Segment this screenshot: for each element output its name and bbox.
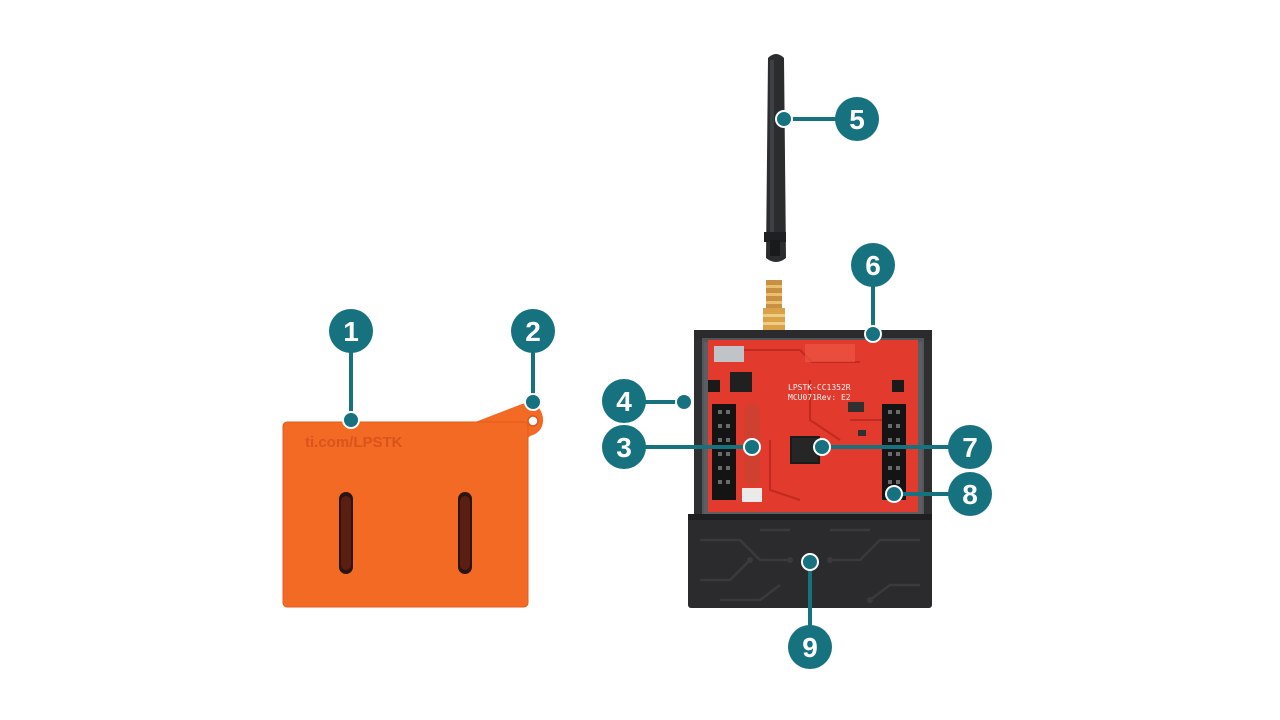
pcb-silk-line1: LPSTK-CC1352R bbox=[788, 383, 851, 392]
enclosure-side bbox=[694, 340, 704, 526]
callout-9: 9 bbox=[788, 625, 832, 669]
callout-8: 8 bbox=[948, 472, 992, 516]
callout-1: 1 bbox=[329, 309, 373, 353]
callout-6: 6 bbox=[851, 243, 895, 287]
svg-text:6: 6 bbox=[865, 250, 881, 281]
endpoint-7 bbox=[813, 438, 831, 456]
callout-endpoints bbox=[342, 110, 903, 571]
svg-text:3: 3 bbox=[616, 432, 632, 463]
svg-text:2: 2 bbox=[525, 316, 541, 347]
svg-text:8: 8 bbox=[962, 479, 978, 510]
right-pin-header bbox=[882, 404, 906, 500]
callout-badges: 1 2 3 4 5 6 7 8 bbox=[329, 97, 992, 669]
endpoint-9 bbox=[801, 553, 819, 571]
antenna bbox=[763, 54, 786, 348]
endpoint-3 bbox=[743, 438, 761, 456]
svg-text:9: 9 bbox=[802, 632, 818, 663]
endpoint-2 bbox=[524, 393, 542, 411]
endpoint-1 bbox=[342, 411, 360, 429]
endpoint-6 bbox=[864, 325, 882, 343]
endpoint-8 bbox=[885, 485, 903, 503]
callout-5: 5 bbox=[835, 97, 879, 141]
pcb-silk-line2: MCU071Rev: E2 bbox=[788, 393, 851, 402]
svg-text:5: 5 bbox=[849, 104, 865, 135]
callout-4: 4 bbox=[602, 379, 646, 423]
svg-text:7: 7 bbox=[962, 432, 978, 463]
svg-text:1: 1 bbox=[343, 316, 359, 347]
callout-2: 2 bbox=[511, 309, 555, 353]
left-pin-header bbox=[712, 404, 736, 500]
svg-text:4: 4 bbox=[616, 386, 632, 417]
endpoint-4 bbox=[675, 393, 693, 411]
endpoint-5 bbox=[775, 110, 793, 128]
callout-3: 3 bbox=[602, 425, 646, 469]
tab-hole bbox=[527, 415, 539, 427]
orange-case: ti.com/LPSTK bbox=[282, 403, 544, 608]
callout-7: 7 bbox=[948, 425, 992, 469]
case-label: ti.com/LPSTK bbox=[305, 434, 403, 451]
